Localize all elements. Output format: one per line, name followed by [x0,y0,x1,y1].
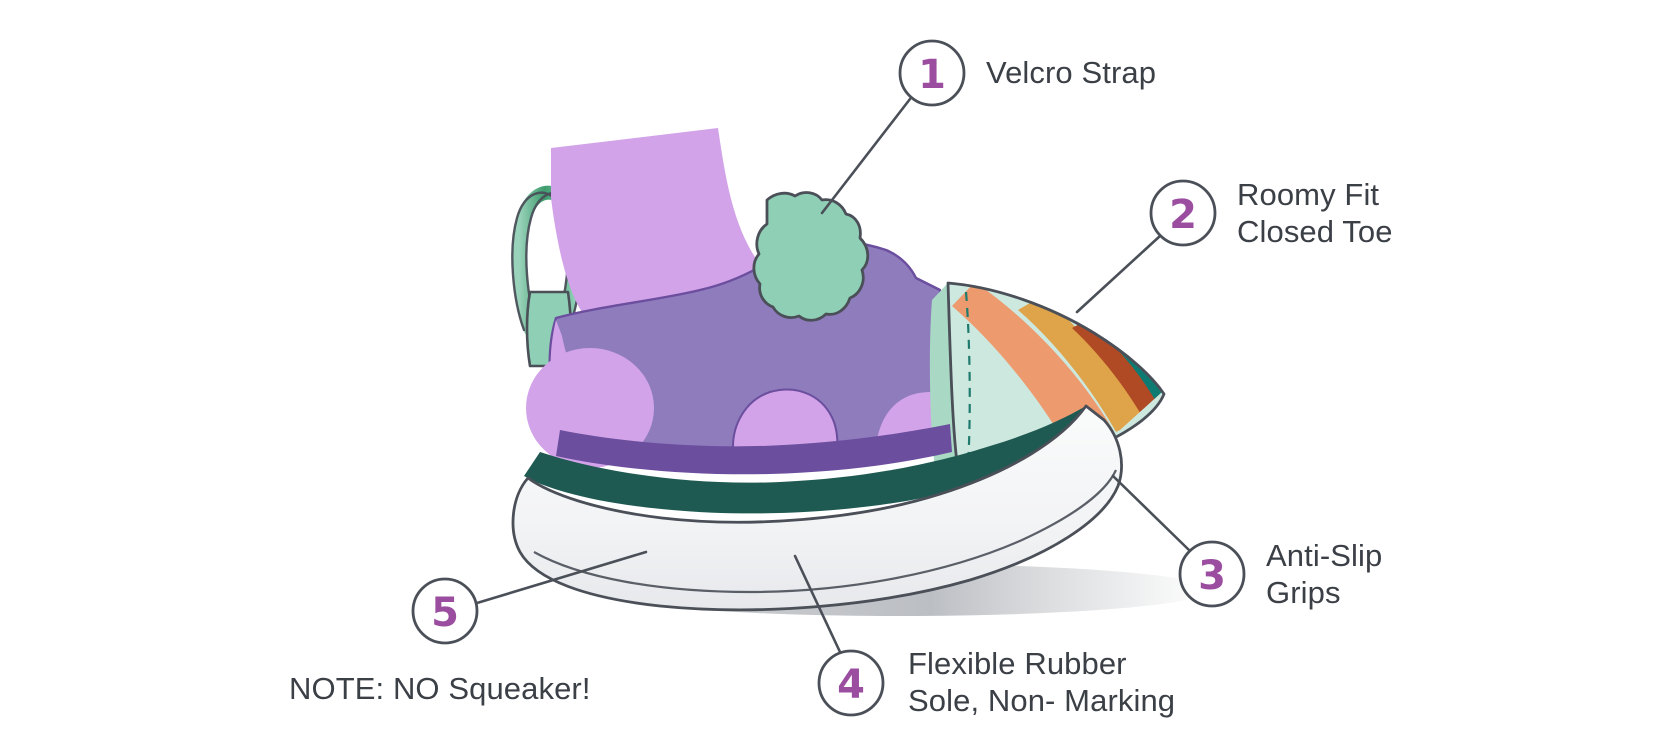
toe-cap [946,281,1166,472]
callout-badge-3[interactable]: 3 [1178,540,1246,608]
callout-badge-2[interactable]: 2 [1149,179,1217,247]
callout-label-3-line-1: Anti-Slip [1266,538,1383,573]
leader-line-5 [475,550,648,605]
leader-line-4 [793,554,842,654]
midsole-teal [524,406,1100,514]
callout-badge-4[interactable]: 4 [817,649,885,717]
callout-label-4-line-2: Sole, Non- Marking [908,683,1176,718]
callout-badge-3-number: 3 [1198,553,1226,599]
callout-badge-1[interactable]: 1 [898,39,966,107]
callout-label-1: Velcro Strap [986,55,1157,90]
callout-badge-4-number: 4 [837,662,865,708]
outsole-contour-line [533,469,1118,594]
leader-lines [475,97,1192,654]
insole-edge [556,424,952,475]
callout-badge-5[interactable]: 5 [411,577,479,645]
callout-badge-2-number: 2 [1169,192,1197,238]
leader-line-3 [1111,474,1192,553]
toe-stitch-line [964,291,971,467]
callout-label-2-line-2: Closed Toe [1237,214,1393,249]
note-no-squeaker: NOTE: NO Squeaker! [289,671,591,706]
velcro-strap [752,191,870,322]
leader-line-1 [820,97,912,215]
callout-badge-5-number: 5 [431,590,459,636]
callout-label-3-line-2: Grips [1266,575,1341,610]
callout-label-2-line-1: Roomy Fit [1237,177,1380,212]
leader-line-2 [1075,234,1162,314]
callout-label-4-line-1: Flexible Rubber [908,646,1127,681]
outsole [511,404,1123,612]
callout-badge-1-number: 1 [918,52,946,98]
